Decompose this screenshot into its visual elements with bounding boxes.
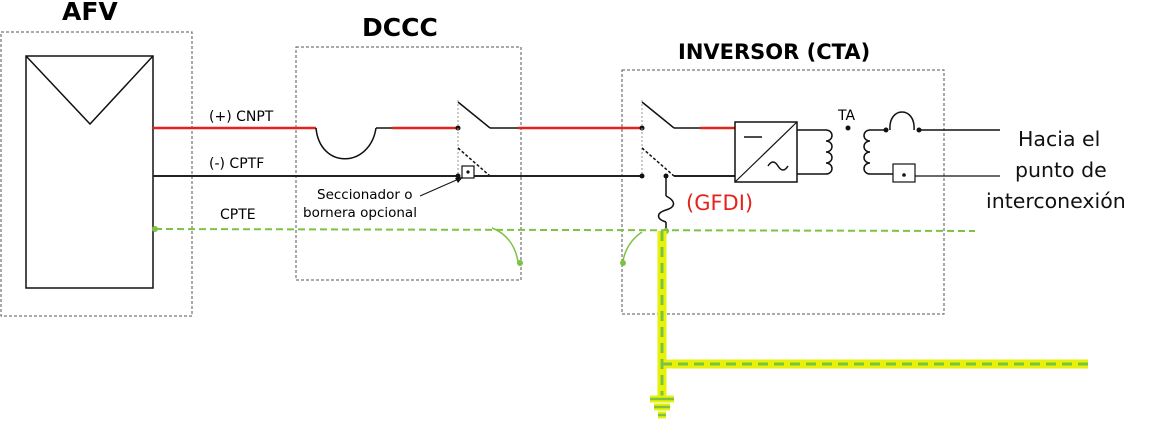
destination-line1: Hacia el — [1018, 127, 1100, 151]
negative-conductor-label: (-) CPTF — [209, 156, 264, 172]
inversor-title: INVERSOR (CTA) — [678, 40, 870, 64]
gfdi-fuse-icon — [657, 195, 675, 223]
afv-title: AFV — [62, 0, 118, 26]
afv-box — [0, 31, 193, 317]
ac-output-line-top — [883, 111, 1000, 133]
destination-line2: punto de — [1015, 158, 1107, 182]
inverter-switch-negative-icon — [641, 147, 675, 177]
destination-line3: interconexión — [986, 189, 1126, 213]
ground-conductor — [152, 226, 976, 266]
seccionador-label-line2: bornera opcional — [303, 205, 417, 221]
pv-module-icon — [25, 55, 154, 289]
ac-output-line-bottom — [892, 163, 1000, 183]
transformer-icon — [797, 125, 893, 175]
dccc-switch-negative-icon — [457, 147, 491, 177]
fuse-icon — [315, 127, 377, 160]
gfdi-fuse — [657, 173, 675, 230]
positive-conductor — [153, 100, 735, 176]
dccc-title: DCCC — [362, 13, 438, 42]
ground-conductor-label: CPTE — [220, 207, 256, 223]
ac-fuse-icon — [889, 111, 915, 131]
dccc-box — [295, 46, 522, 281]
ac-terminal-icon — [892, 163, 916, 183]
gfdi-label: (GFDI) — [686, 191, 753, 215]
seccionador-label-line1: Seccionador o — [317, 187, 413, 203]
inverter-icon — [734, 121, 798, 183]
dccc-switch-positive-icon — [457, 101, 491, 129]
inverter-switch-positive-icon — [641, 101, 675, 129]
inversor-box — [621, 69, 945, 315]
ta-label: TA — [837, 108, 855, 124]
earth-conductor — [657, 231, 1088, 398]
seccionador-arrow-icon — [419, 177, 463, 197]
earth-ground-icon — [650, 395, 674, 419]
positive-conductor-label: (+) CNPT — [209, 109, 274, 125]
negative-conductor — [153, 147, 735, 179]
